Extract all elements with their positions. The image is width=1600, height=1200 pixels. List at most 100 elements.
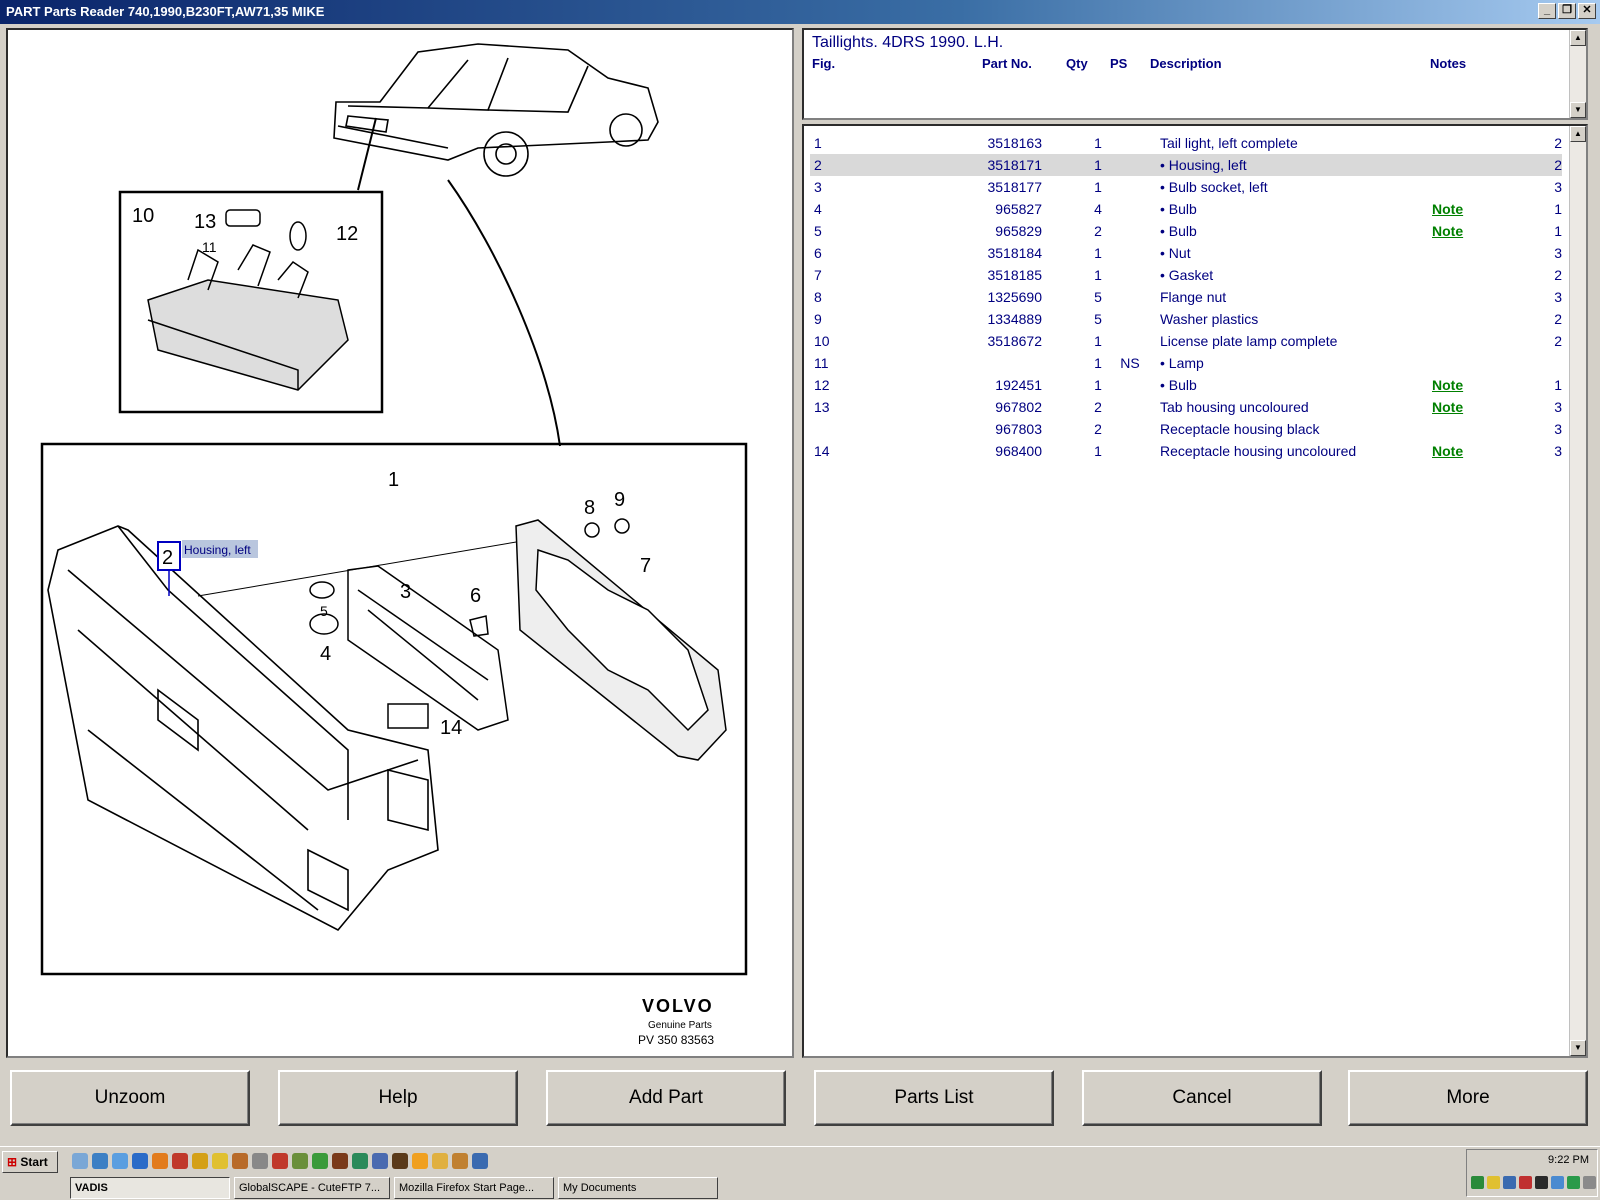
quicklaunch-icon[interactable]: [392, 1153, 408, 1169]
tray-icon[interactable]: [1551, 1176, 1564, 1189]
cell-count: 3: [1554, 245, 1562, 261]
task-vadis[interactable]: VADIS: [70, 1177, 230, 1199]
clock[interactable]: 9:22 PM: [1548, 1154, 1589, 1166]
exploded-diagram-panel[interactable]: 10 13 11 12 1: [6, 28, 794, 1058]
cell-part-no: 968400: [995, 443, 1042, 459]
tray-icon[interactable]: [1519, 1176, 1532, 1189]
cell-fig: 7: [814, 267, 822, 283]
scroll-down-arrow-icon[interactable]: ▼: [1570, 1040, 1586, 1056]
tray-icon[interactable]: [1583, 1176, 1596, 1189]
cancel-button[interactable]: Cancel: [1082, 1070, 1322, 1126]
cell-description: • Bulb: [1160, 223, 1197, 239]
col-qty: Qty: [1066, 56, 1088, 71]
genuine-parts-label: Genuine Parts: [648, 1020, 712, 1031]
cell-ps: NS: [1120, 355, 1140, 371]
firefox-icon[interactable]: [152, 1153, 168, 1169]
cell-count: 2: [1554, 135, 1562, 151]
start-button[interactable]: ⊞ Start: [2, 1151, 58, 1173]
close-button[interactable]: ✕: [1578, 3, 1596, 19]
cell-fig: 14: [814, 443, 830, 459]
quicklaunch-icon[interactable]: [212, 1153, 228, 1169]
cell-fig: 12: [814, 377, 830, 393]
quicklaunch-icon[interactable]: [292, 1153, 308, 1169]
quicklaunch-icon[interactable]: [92, 1153, 108, 1169]
scroll-up-arrow-icon[interactable]: ▲: [1570, 30, 1586, 46]
header-scrollbar[interactable]: ▲ ▼: [1569, 30, 1586, 118]
more-button[interactable]: More: [1348, 1070, 1588, 1126]
cell-description: • Gasket: [1160, 267, 1214, 283]
scroll-down-arrow-icon[interactable]: ▼: [1570, 102, 1586, 118]
task-my-documents[interactable]: My Documents: [558, 1177, 718, 1199]
cell-description: Washer plastics: [1160, 311, 1259, 327]
tray-icon[interactable]: [1471, 1176, 1484, 1189]
quicklaunch-icon[interactable]: [352, 1153, 368, 1169]
note-link[interactable]: Note: [1432, 223, 1464, 239]
inset-label: 10: [132, 205, 154, 227]
action-button-bar: Unzoom Help Add Part Parts List Cancel M…: [0, 1064, 1600, 1126]
quicklaunch-icon[interactable]: [252, 1153, 268, 1169]
minimize-button[interactable]: _: [1538, 3, 1556, 19]
help-button[interactable]: Help: [278, 1070, 518, 1126]
cell-qty: 2: [1094, 223, 1102, 239]
parts-list-button[interactable]: Parts List: [814, 1070, 1054, 1126]
quicklaunch-icon[interactable]: [232, 1153, 248, 1169]
window-controls: _ ❐ ✕: [1538, 3, 1596, 19]
list-scrollbar[interactable]: ▲ ▼: [1569, 126, 1586, 1056]
restore-button[interactable]: ❐: [1558, 3, 1576, 19]
quicklaunch-icon[interactable]: [72, 1153, 88, 1169]
callout-7: 7: [640, 555, 651, 577]
quicklaunch-icon[interactable]: [112, 1153, 128, 1169]
quicklaunch-icon[interactable]: [452, 1153, 468, 1169]
license-lamp-illustration: [147, 209, 349, 391]
task-firefox[interactable]: Mozilla Firefox Start Page...: [394, 1177, 554, 1199]
quicklaunch-icon[interactable]: [412, 1153, 428, 1169]
cell-part-no: 967803: [995, 421, 1042, 437]
gasket-illustration: [515, 519, 727, 761]
cell-fig: 6: [814, 245, 822, 261]
add-part-button[interactable]: Add Part: [546, 1070, 786, 1126]
col-part-no: Part No.: [982, 56, 1032, 71]
cell-count: 3: [1554, 421, 1562, 437]
quicklaunch-icon[interactable]: [372, 1153, 388, 1169]
tray-icon[interactable]: [1535, 1176, 1548, 1189]
task-cuteftp[interactable]: GlobalSCAPE - CuteFTP 7...: [234, 1177, 390, 1199]
tray-icon[interactable]: [1567, 1176, 1580, 1189]
note-link[interactable]: Note: [1432, 377, 1464, 393]
unzoom-button[interactable]: Unzoom: [10, 1070, 250, 1126]
quicklaunch-icon[interactable]: [472, 1153, 488, 1169]
quicklaunch-icon[interactable]: [272, 1153, 288, 1169]
note-link[interactable]: Note: [1432, 201, 1464, 217]
cell-part-no: 3518184: [987, 245, 1042, 261]
cell-part-no: 1334889: [987, 311, 1042, 327]
scroll-up-arrow-icon[interactable]: ▲: [1570, 126, 1586, 142]
quicklaunch-icon[interactable]: [132, 1153, 148, 1169]
tray-icon[interactable]: [1503, 1176, 1516, 1189]
cell-description: License plate lamp complete: [1160, 333, 1338, 349]
quicklaunch-icon[interactable]: [312, 1153, 328, 1169]
cell-count: 1: [1554, 223, 1562, 239]
note-link[interactable]: Note: [1432, 399, 1464, 415]
quicklaunch-icon[interactable]: [172, 1153, 188, 1169]
tray-icon[interactable]: [1487, 1176, 1500, 1189]
quicklaunch-icon[interactable]: [192, 1153, 208, 1169]
cell-description: • Housing, left: [1160, 157, 1247, 173]
note-link[interactable]: Note: [1432, 443, 1464, 459]
quicklaunch-icon[interactable]: [432, 1153, 448, 1169]
quicklaunch-icon[interactable]: [332, 1153, 348, 1169]
callout-line-main: [447, 179, 561, 447]
